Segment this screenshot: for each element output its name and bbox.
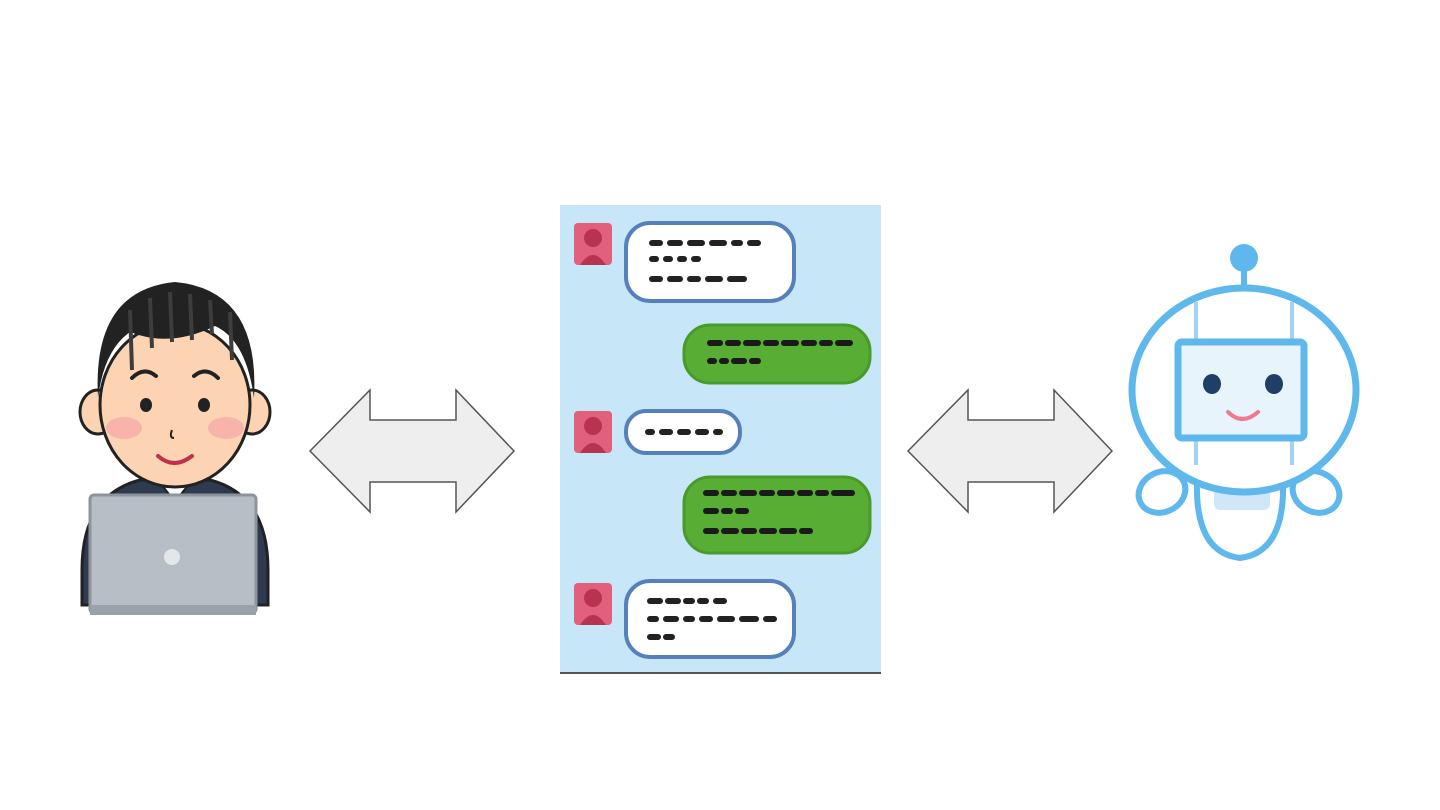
avatar — [574, 583, 612, 625]
person-at-laptop-icon — [70, 270, 280, 630]
robot-icon — [1120, 240, 1370, 570]
avatar — [574, 223, 612, 265]
double-arrow-left — [308, 388, 518, 514]
chat-conversation-icon — [560, 205, 881, 674]
double-arrow-right — [906, 388, 1116, 514]
avatar — [574, 411, 612, 453]
